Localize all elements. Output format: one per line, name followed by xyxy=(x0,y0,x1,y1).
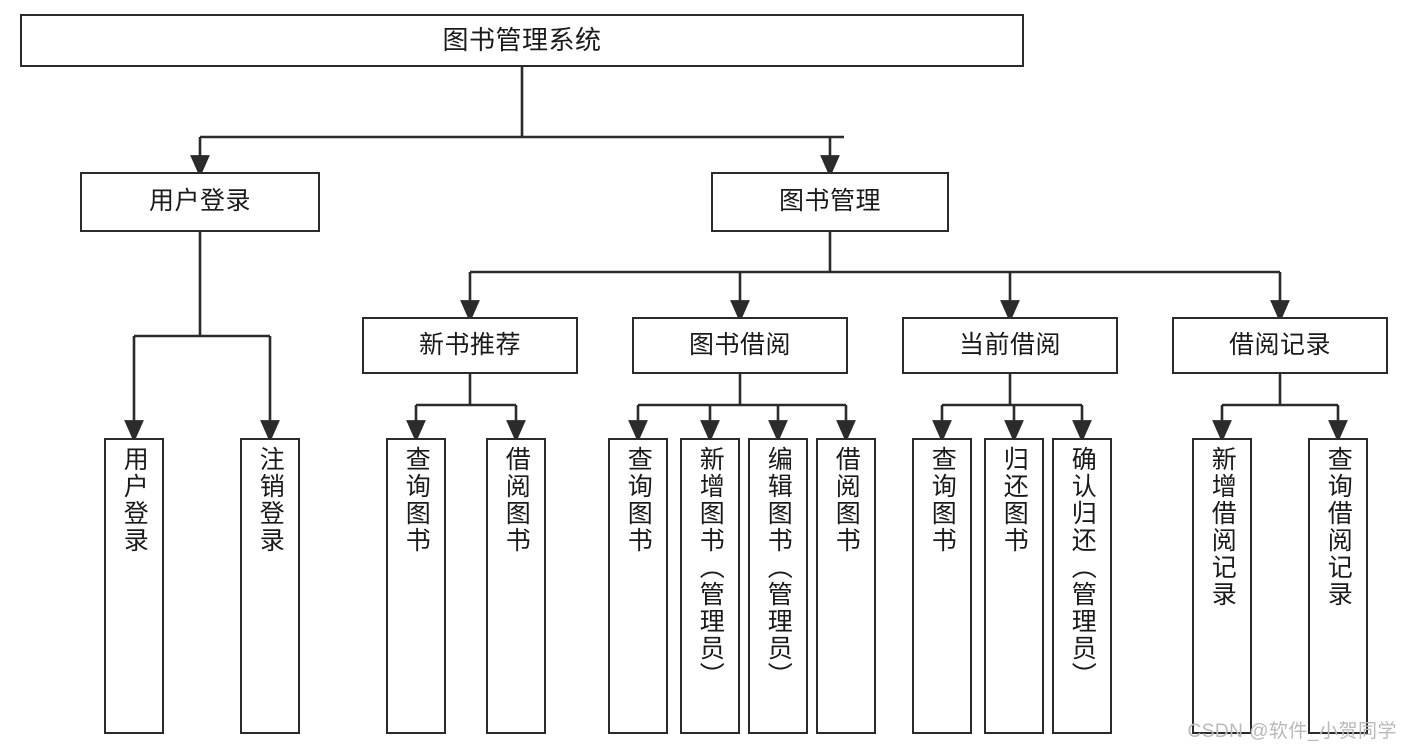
leaf-borrow-book-recommend[interactable]: 借阅图书 xyxy=(486,438,546,734)
leaf-confirm-return-admin-label: 确认归还（管理员） xyxy=(1068,446,1097,689)
node-user-login-label: 用户登录 xyxy=(148,187,251,216)
leaf-edit-book-admin[interactable]: 编辑图书（管理员） xyxy=(748,438,808,734)
leaf-borrow-book-label: 借阅图书 xyxy=(832,446,861,554)
leaf-add-book-admin-label: 新增图书（管理员） xyxy=(696,446,725,689)
node-user-login[interactable]: 用户登录 xyxy=(80,172,320,232)
node-book-manage[interactable]: 图书管理 xyxy=(711,172,949,232)
leaf-query-borrow-record-label: 查询借阅记录 xyxy=(1324,446,1353,608)
node-book-borrow[interactable]: 图书借阅 xyxy=(632,317,848,374)
node-root[interactable]: 图书管理系统 xyxy=(20,14,1024,67)
leaf-query-book-borrow[interactable]: 查询图书 xyxy=(608,438,668,734)
node-new-book-recommend[interactable]: 新书推荐 xyxy=(362,317,578,374)
leaf-borrow-book-recommend-label: 借阅图书 xyxy=(502,446,531,554)
watermark: CSDN @软件_小贺同学 xyxy=(1187,721,1397,742)
leaf-logout[interactable]: 注销登录 xyxy=(240,438,300,734)
node-borrow-record[interactable]: 借阅记录 xyxy=(1172,317,1388,374)
leaf-return-book[interactable]: 归还图书 xyxy=(984,438,1044,734)
node-root-label: 图书管理系统 xyxy=(442,25,602,56)
leaf-query-book-recommend[interactable]: 查询图书 xyxy=(386,438,446,734)
leaf-query-borrow-record[interactable]: 查询借阅记录 xyxy=(1308,438,1368,734)
leaf-user-login[interactable]: 用户登录 xyxy=(104,438,164,734)
leaf-query-book-current-label: 查询图书 xyxy=(928,446,957,554)
leaf-edit-book-admin-label: 编辑图书（管理员） xyxy=(764,446,793,689)
node-current-borrow-label: 当前借阅 xyxy=(958,330,1061,359)
leaf-query-book-current[interactable]: 查询图书 xyxy=(912,438,972,734)
node-current-borrow[interactable]: 当前借阅 xyxy=(902,317,1118,374)
leaf-query-book-recommend-label: 查询图书 xyxy=(402,446,431,554)
leaf-add-borrow-record-label: 新增借阅记录 xyxy=(1208,446,1237,608)
leaf-confirm-return-admin[interactable]: 确认归还（管理员） xyxy=(1052,438,1112,734)
leaf-add-book-admin[interactable]: 新增图书（管理员） xyxy=(680,438,740,734)
leaf-query-book-borrow-label: 查询图书 xyxy=(624,446,653,554)
leaf-logout-label: 注销登录 xyxy=(256,446,285,554)
leaf-add-borrow-record[interactable]: 新增借阅记录 xyxy=(1192,438,1252,734)
node-borrow-record-label: 借阅记录 xyxy=(1228,330,1331,359)
node-book-borrow-label: 图书借阅 xyxy=(688,330,791,359)
leaf-user-login-label: 用户登录 xyxy=(120,446,149,554)
leaf-borrow-book[interactable]: 借阅图书 xyxy=(816,438,876,734)
node-book-manage-label: 图书管理 xyxy=(778,187,881,216)
leaf-return-book-label: 归还图书 xyxy=(1000,446,1029,554)
node-new-book-recommend-label: 新书推荐 xyxy=(418,330,521,359)
